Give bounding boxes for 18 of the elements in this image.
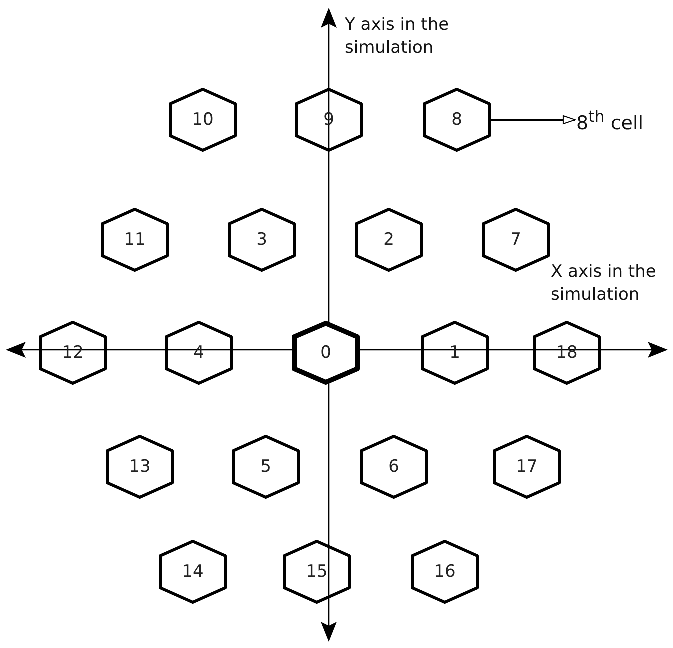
- cell-number: 15: [305, 562, 329, 582]
- cell-number: 5: [260, 457, 272, 477]
- cell-number: 10: [191, 110, 215, 130]
- cell-number: 13: [128, 457, 152, 477]
- cell-number: 0: [320, 343, 332, 363]
- cell-number: 11: [123, 230, 147, 250]
- axis-label: X axis in the simulation: [551, 261, 658, 307]
- cell-number: 8: [450, 110, 464, 130]
- axis-label: Y axis in the simulation: [345, 14, 450, 60]
- cell-number: 2: [382, 230, 396, 250]
- cell-number: 7: [510, 230, 522, 250]
- cell-number: 3: [256, 230, 268, 250]
- cell-callout-text: 8$^{th}$ cell: [576, 107, 644, 135]
- cell-number: 14: [181, 562, 205, 582]
- arrow: [491, 116, 576, 124]
- cell-number: 16: [433, 562, 457, 582]
- cell-number: 6: [388, 457, 400, 477]
- cell-number: 17: [515, 457, 539, 477]
